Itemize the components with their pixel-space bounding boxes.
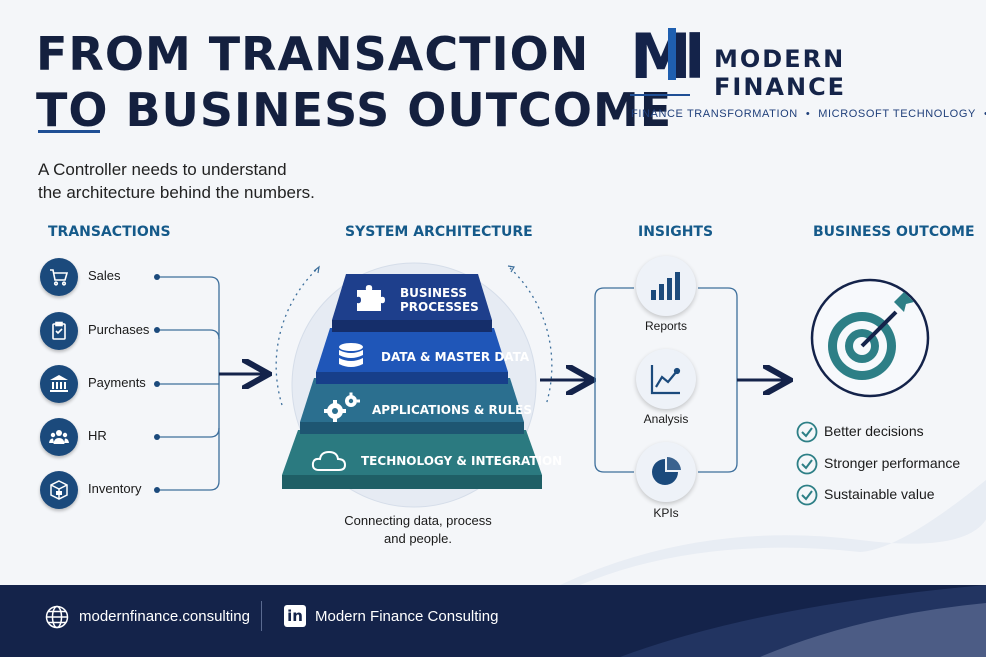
transaction-label: Payments [88, 375, 146, 390]
bank-icon [40, 365, 78, 403]
footer-wave [620, 585, 986, 657]
tag-separator: • [805, 108, 811, 120]
check-icon [796, 421, 818, 443]
architecture-heading: SYSTEM ARCHITECTURE [345, 224, 533, 240]
title-line-2: TO BUSINESS OUTCOME [36, 83, 673, 137]
transaction-label: Inventory [88, 481, 142, 496]
footer: modernfinance.consulting in Modern Finan… [0, 585, 986, 657]
transaction-label: Purchases [88, 322, 150, 337]
subtitle: A Controller needs to understand the arc… [38, 158, 338, 204]
architecture-stack [282, 274, 542, 489]
insight-label-analysis: Analysis [643, 412, 689, 426]
layer-label-line: PROCESSES [400, 300, 479, 314]
cart-icon [40, 258, 78, 296]
layer-data-master-data: DATA & MASTER DATA [381, 350, 530, 364]
outcome-label: Stronger performance [824, 455, 961, 471]
insights-heading: INSIGHTS [638, 224, 714, 240]
architecture-caption: Connecting data, process and people. [340, 512, 496, 548]
page-title: FROM TRANSACTION TO BUSINESS OUTCOME [36, 26, 672, 138]
layer-technology-integration: TECHNOLOGY & INTEGRATION [361, 454, 563, 468]
website-link[interactable]: modernfinance.consulting [79, 608, 250, 625]
transactions-heading: TRANSACTIONS [48, 224, 171, 240]
brand-tag: MICROSOFT TECHNOLOGY [818, 108, 976, 120]
outcome-label: Sustainable value [824, 486, 935, 502]
transaction-label: HR [88, 428, 107, 443]
transaction-label: Sales [88, 268, 121, 283]
layer-label-line: BUSINESS [400, 286, 467, 300]
people-icon [40, 418, 78, 456]
bar-chart-icon [636, 256, 696, 316]
subtitle-line-1: A Controller needs to understand [38, 160, 287, 179]
check-icon [796, 453, 818, 475]
line-chart-icon [636, 349, 696, 409]
target-icon [810, 276, 930, 405]
outcome-heading: BUSINESS OUTCOME [813, 224, 975, 240]
puzzle-icon [355, 284, 385, 317]
cloud-icon [311, 449, 347, 478]
title-underline [38, 130, 100, 133]
brand-divider [630, 94, 690, 96]
caption-line-1: Connecting data, process [344, 513, 492, 528]
gears-icon [323, 392, 361, 429]
insight-label-kpis: KPIs [653, 506, 679, 520]
subtitle-line-2: the architecture behind the numbers. [38, 183, 315, 202]
pie-chart-icon [636, 442, 696, 502]
linkedin-icon: in [284, 605, 306, 627]
title-line-1: FROM TRANSACTION [36, 27, 590, 81]
globe-icon [45, 605, 69, 634]
outcome-label: Better decisions [824, 423, 924, 439]
database-icon [338, 342, 364, 375]
box-icon [40, 471, 78, 509]
layer-applications-rules: APPLICATIONS & RULES [372, 403, 532, 417]
tag-separator: • [984, 108, 986, 120]
layer-business-processes: BUSINESS PROCESSES [400, 286, 479, 314]
caption-line-2: and people. [384, 531, 452, 546]
footer-divider [261, 601, 262, 631]
brand-tagline: FINANCE TRANSFORMATION • MICROSOFT TECHNOL… [631, 108, 986, 120]
check-icon [796, 484, 818, 506]
linkedin-link[interactable]: Modern Finance Consulting [315, 608, 499, 625]
brand-name: MODERN FINANCE [714, 45, 847, 101]
clipboard-icon [40, 312, 78, 350]
brand-tag: FINANCE TRANSFORMATION [631, 108, 798, 120]
insight-label-reports: Reports [644, 319, 688, 333]
